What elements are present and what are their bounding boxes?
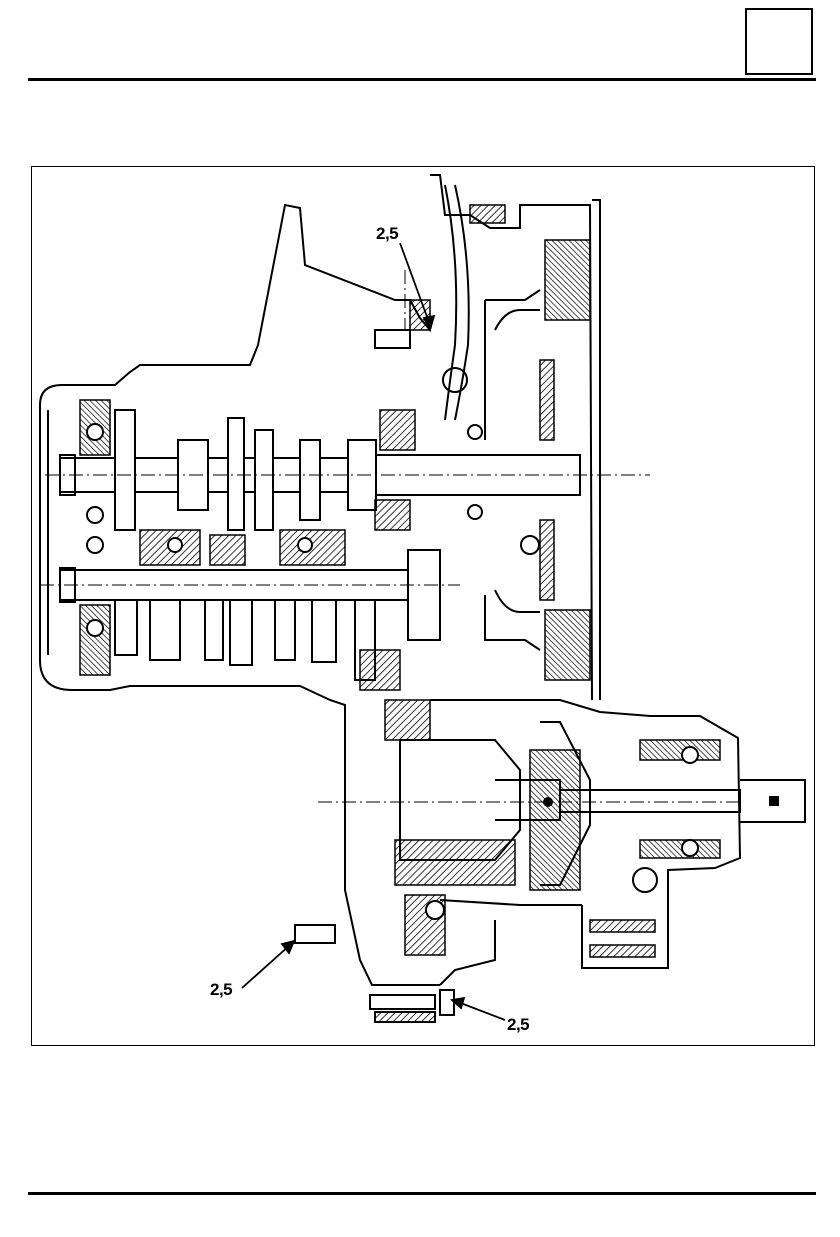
torque-label-bottom-right: 2,5: [507, 1015, 530, 1034]
header-rule: [28, 78, 816, 81]
figure-frame: [31, 166, 815, 1046]
torque-label-top: 2,5: [376, 224, 399, 243]
page-marker-box: [745, 8, 813, 75]
footer-rule: [28, 1192, 816, 1195]
torque-label-bottom-left: 2,5: [210, 980, 233, 999]
